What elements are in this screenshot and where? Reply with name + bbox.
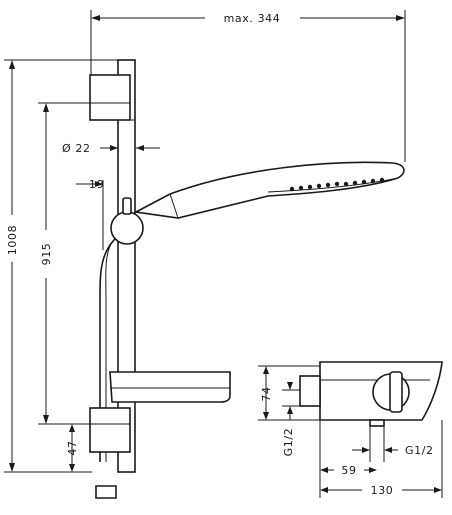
label-mixer-width: 130 (371, 484, 394, 497)
label-thread-right: G1/2 (405, 444, 434, 457)
dim-mixer-width: 130 (320, 420, 443, 498)
top-wall-bracket (89, 74, 131, 121)
holder-knob (122, 197, 132, 215)
dim-total-height: 1008 (4, 59, 118, 473)
dim-bottom: 47 (64, 423, 92, 473)
thermostat-mixer (299, 361, 443, 427)
soap-tray (109, 371, 231, 403)
label-bottom: 47 (66, 440, 79, 455)
dim-mixer-height: 74 (258, 365, 320, 421)
label-total-height: 1008 (6, 225, 19, 255)
mixer-inlet (299, 375, 321, 407)
label-mixer-height: 74 (260, 386, 273, 401)
shower-rail-assembly (89, 59, 405, 499)
slide-bar (117, 59, 136, 473)
shower-holder (110, 211, 144, 245)
dim-diameter: Ø 22 (62, 142, 160, 155)
dim-thread-left: G1/2 (282, 382, 300, 456)
label-bar-height: 915 (40, 243, 53, 266)
label-offset: 19 (89, 178, 104, 191)
label-max-width: max. 344 (224, 12, 281, 25)
hand-shower (133, 161, 405, 219)
bottom-wall-bracket (89, 407, 131, 453)
label-diameter: Ø 22 (62, 142, 91, 155)
spray-nozzles (289, 177, 385, 192)
knob-lever (389, 371, 403, 413)
dim-max-width: max. 344 (90, 10, 406, 162)
hose (99, 235, 119, 462)
dim-mixer-offset: 59 (319, 420, 377, 498)
hose-connector (95, 485, 117, 499)
mixer-outlet (369, 419, 385, 427)
label-mixer-offset: 59 (341, 464, 356, 477)
label-thread-left: G1/2 (282, 428, 295, 457)
dim-thread-right: G1/2 (352, 426, 434, 462)
